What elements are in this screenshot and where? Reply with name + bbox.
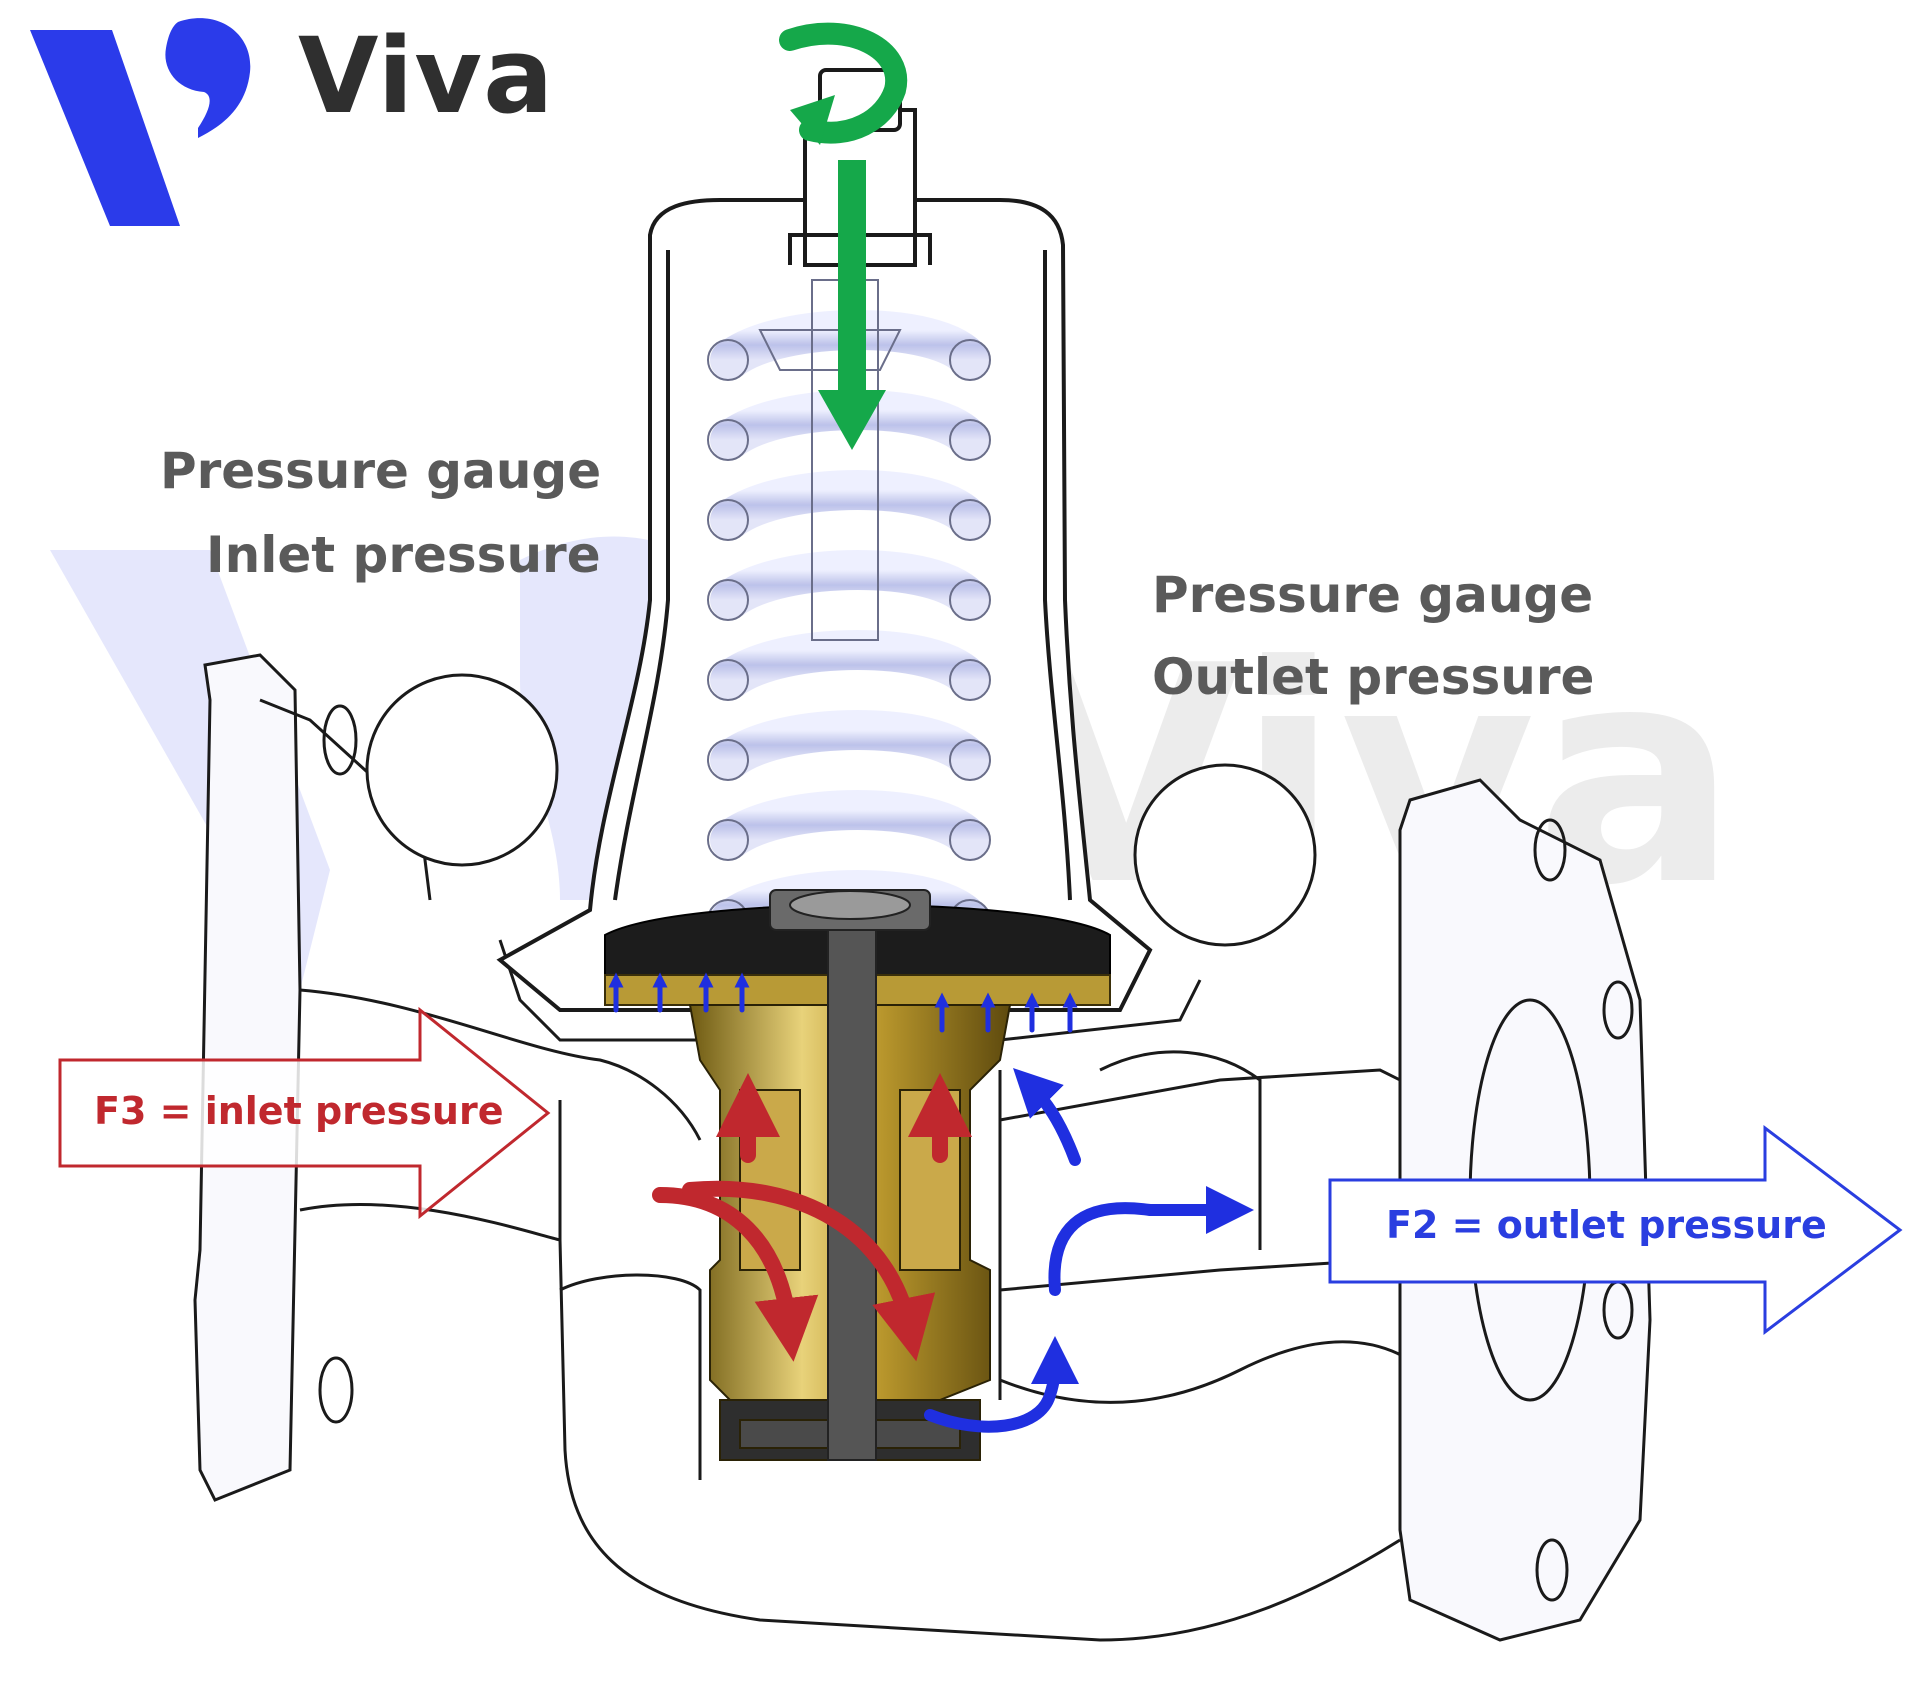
viva-logo-icon bbox=[30, 18, 251, 226]
valve-stem bbox=[769, 889, 931, 1461]
watermark-text: Viva bbox=[1010, 602, 1738, 951]
f3-label: F3 = inlet pressure bbox=[94, 1089, 504, 1133]
spring bbox=[710, 310, 990, 940]
inlet-flow-arrows bbox=[652, 1073, 972, 1362]
outlet-gauge-label-sub: Outlet pressure bbox=[1152, 648, 1595, 706]
brand-name: Viva bbox=[298, 15, 555, 137]
f2-callout-arrow bbox=[1328, 1124, 1903, 1336]
adjustment-rotation-arrow-icon bbox=[779, 22, 908, 145]
outlet-gauge-label-title: Pressure gauge bbox=[1152, 566, 1594, 624]
outlet-flow-arrows bbox=[924, 1068, 1254, 1433]
inlet-gauge-label-title: Pressure gauge bbox=[160, 442, 602, 500]
inlet-gauge-label-sub: Inlet pressure bbox=[206, 526, 601, 584]
diaphragm-pressure-arrows bbox=[608, 972, 1078, 1033]
compression-arrow-icon bbox=[818, 160, 886, 450]
f2-label: F2 = outlet pressure bbox=[1386, 1203, 1827, 1247]
f3-callout-arrow bbox=[58, 1006, 551, 1220]
